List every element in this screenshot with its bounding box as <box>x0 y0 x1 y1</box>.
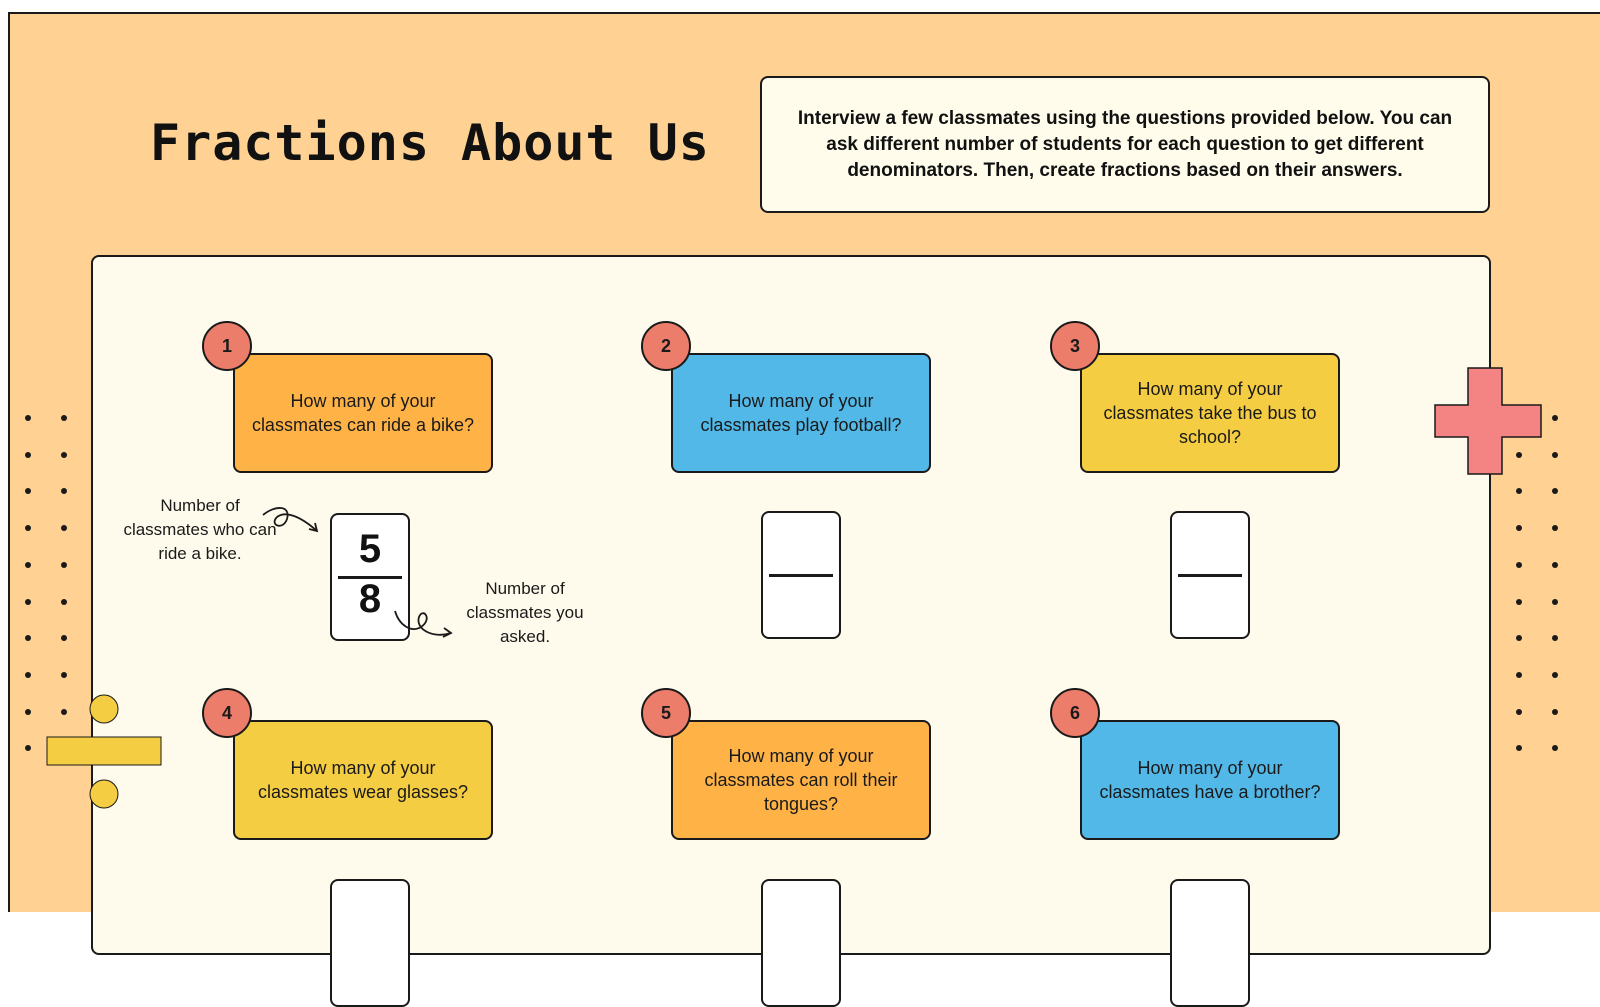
curly-arrow-icon <box>394 610 453 638</box>
decor-dot <box>25 561 31 568</box>
decor-dot <box>25 598 31 605</box>
fraction-numerator: 5 <box>358 527 382 571</box>
decor-dot <box>1552 415 1558 421</box>
curly-arrow-icon <box>262 507 319 533</box>
question-card-1: How many of your classmates can ride a b… <box>233 353 493 473</box>
decor-dot <box>1516 598 1522 605</box>
question-number-badge: 2 <box>641 321 691 371</box>
fraction-bar <box>1178 574 1242 577</box>
worksheet-page: Fractions About Us Interview a few class… <box>8 12 1600 1007</box>
question-card-4: How many of your classmates wear glasses… <box>233 720 493 840</box>
decor-dot <box>61 525 67 532</box>
fraction-denominator: 8 <box>358 577 382 621</box>
decor-dot <box>1516 488 1522 495</box>
decor-dot <box>61 488 67 495</box>
question-number-badge: 1 <box>202 321 252 371</box>
decor-dot <box>1552 488 1558 495</box>
decor-dot <box>25 635 31 642</box>
decor-dot <box>25 708 31 715</box>
question-text: How many of your classmates take the bus… <box>1103 379 1317 447</box>
fraction-bar <box>769 574 833 577</box>
decor-dot <box>61 671 67 678</box>
question-text: How many of your classmates can ride a b… <box>251 391 475 435</box>
instructions-text: Interview a few classmates using the que… <box>797 107 1453 181</box>
fraction-box-3[interactable] <box>1170 511 1250 639</box>
question-card-5: How many of your classmates can roll the… <box>671 720 931 840</box>
question-card-2: How many of your classmates play footbal… <box>671 353 931 473</box>
decor-dot <box>25 671 31 678</box>
decor-dot <box>1552 671 1558 678</box>
decor-dot <box>1516 745 1522 752</box>
page-title: Fractions About Us <box>150 114 710 172</box>
decor-dot <box>1552 598 1558 605</box>
divide-icon <box>46 694 162 809</box>
question-number-badge: 4 <box>202 688 252 738</box>
question-card-3: How many of your classmates take the bus… <box>1080 353 1340 473</box>
plus-icon <box>1434 367 1542 475</box>
decor-dot <box>25 745 31 752</box>
decor-dot <box>1552 745 1558 752</box>
question-text: How many of your classmates have a broth… <box>1099 758 1321 802</box>
decor-dot <box>1552 561 1558 568</box>
decor-dot <box>61 708 67 715</box>
decor-dot <box>25 451 31 458</box>
decor-dot <box>25 488 31 495</box>
decor-dot <box>1516 525 1522 532</box>
decor-dot <box>1552 635 1558 642</box>
fraction-box-6[interactable] <box>1170 879 1250 1007</box>
decor-dot <box>61 635 67 642</box>
question-card-6: How many of your classmates have a broth… <box>1080 720 1340 840</box>
instructions-box: Interview a few classmates using the que… <box>760 76 1490 213</box>
decor-dot <box>61 415 67 421</box>
decor-dot <box>25 415 31 421</box>
decor-dot <box>1516 451 1522 458</box>
question-text: How many of your classmates can roll the… <box>704 746 898 814</box>
decor-dot <box>1516 635 1522 642</box>
question-number-badge: 6 <box>1050 688 1100 738</box>
decor-dot <box>1552 451 1558 458</box>
fraction-box-example: 5 8 <box>330 513 410 641</box>
fraction-box-4[interactable] <box>330 879 410 1007</box>
decor-dot <box>1552 708 1558 715</box>
decor-dot <box>25 525 31 532</box>
denominator-note: Number of classmates you asked. <box>466 579 584 646</box>
fraction-box-2[interactable] <box>761 511 841 639</box>
question-text: How many of your classmates wear glasses… <box>257 758 469 802</box>
decor-dot <box>61 598 67 605</box>
questions-panel: How many of your classmates can ride a b… <box>91 255 1491 1007</box>
decor-dot <box>1516 561 1522 568</box>
decor-dot <box>61 561 67 568</box>
decor-dot <box>1516 708 1522 715</box>
decor-dot <box>61 451 67 458</box>
decor-dot <box>1516 671 1522 678</box>
decor-dot <box>1552 525 1558 532</box>
question-number-badge: 3 <box>1050 321 1100 371</box>
fraction-bar <box>338 576 402 579</box>
question-number-badge: 5 <box>641 688 691 738</box>
fraction-box-5[interactable] <box>761 879 841 1007</box>
question-text: How many of your classmates play footbal… <box>700 391 902 435</box>
numerator-note: Number of classmates who can ride a bike… <box>123 496 277 563</box>
